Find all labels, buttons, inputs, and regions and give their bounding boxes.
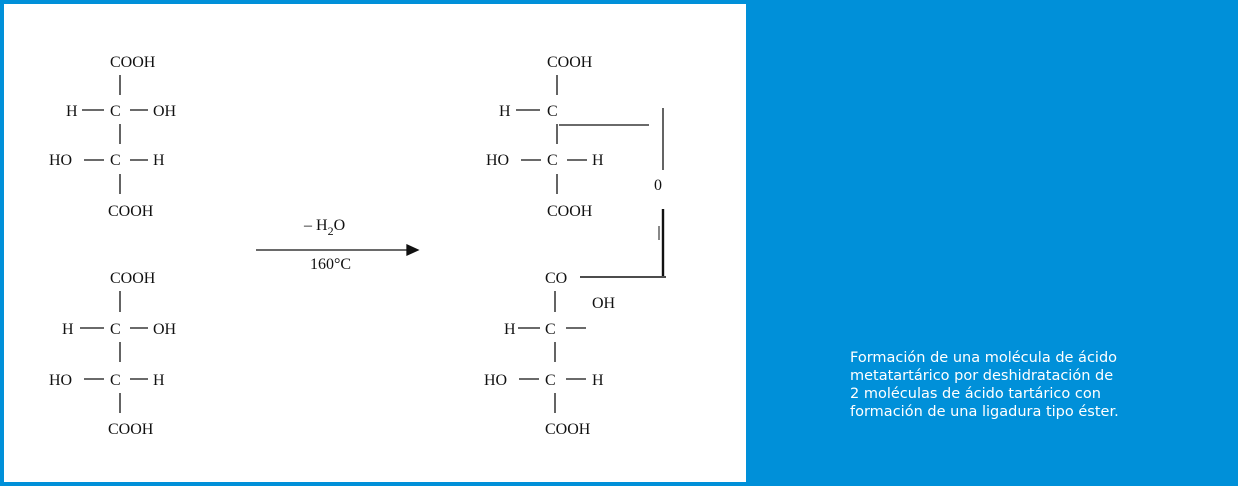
ester-oxygen: 0	[654, 177, 662, 194]
reactant-2: COOH H C OH HO C H COOH	[49, 270, 177, 438]
p2-h2: H	[592, 372, 604, 389]
r1-oh1: OH	[153, 103, 177, 120]
product-top: COOH H C HO C H COOH	[486, 54, 604, 220]
caption-line: Formación de una molécula de ácido	[850, 350, 1118, 366]
diagram-panel: COOH H C OH HO C H COOH COOH H C OH	[4, 4, 746, 482]
p1-c1: C	[547, 103, 558, 120]
caption-line: 2 moléculas de ácido tartárico con	[850, 386, 1101, 402]
r1-c1: C	[110, 103, 121, 120]
condition-label: 160°C	[310, 256, 351, 273]
p1-h2: H	[592, 152, 604, 169]
r2-bottom: COOH	[108, 421, 154, 438]
p1-bottom: COOH	[547, 203, 593, 220]
p2-oh: OH	[592, 295, 616, 312]
ester-linkage: 0	[559, 108, 666, 278]
product-bottom: CO OH H C HO C H COOH	[484, 270, 616, 438]
reactant-1: COOH H C OH HO C H COOH	[49, 54, 177, 220]
r2-h2: H	[153, 372, 165, 389]
r2-c2: C	[110, 372, 121, 389]
p1-c2: C	[547, 152, 558, 169]
p2-h1: H	[504, 321, 516, 338]
reagent-label: – H2O	[303, 217, 345, 238]
p2-ho2: HO	[484, 372, 507, 389]
p1-top: COOH	[547, 54, 593, 71]
p2-c2: C	[545, 372, 556, 389]
r2-h1: H	[62, 321, 74, 338]
r1-c2: C	[110, 152, 121, 169]
reaction-arrow: – H2O 160°C	[256, 217, 420, 273]
r2-ho2: HO	[49, 372, 72, 389]
r1-ho2: HO	[49, 152, 72, 169]
caption-line: metatartárico por deshidratación de	[850, 368, 1114, 384]
r1-h2: H	[153, 152, 165, 169]
p1-ho2: HO	[486, 152, 509, 169]
r2-c1: C	[110, 321, 121, 338]
p2-bottom: COOH	[545, 421, 591, 438]
r1-top: COOH	[110, 54, 156, 71]
p1-h1: H	[499, 103, 511, 120]
r2-top: COOH	[110, 270, 156, 287]
p2-c1: C	[545, 321, 556, 338]
r1-h1: H	[66, 103, 78, 120]
r1-bottom: COOH	[108, 203, 154, 220]
r2-oh1: OH	[153, 321, 177, 338]
figure-caption: Formación de una molécula de ácido metat…	[850, 349, 1170, 421]
caption-line: formación de una ligadura tipo éster.	[850, 404, 1119, 420]
p2-top: CO	[545, 270, 567, 287]
reaction-diagram: COOH H C OH HO C H COOH COOH H C OH	[49, 54, 666, 438]
